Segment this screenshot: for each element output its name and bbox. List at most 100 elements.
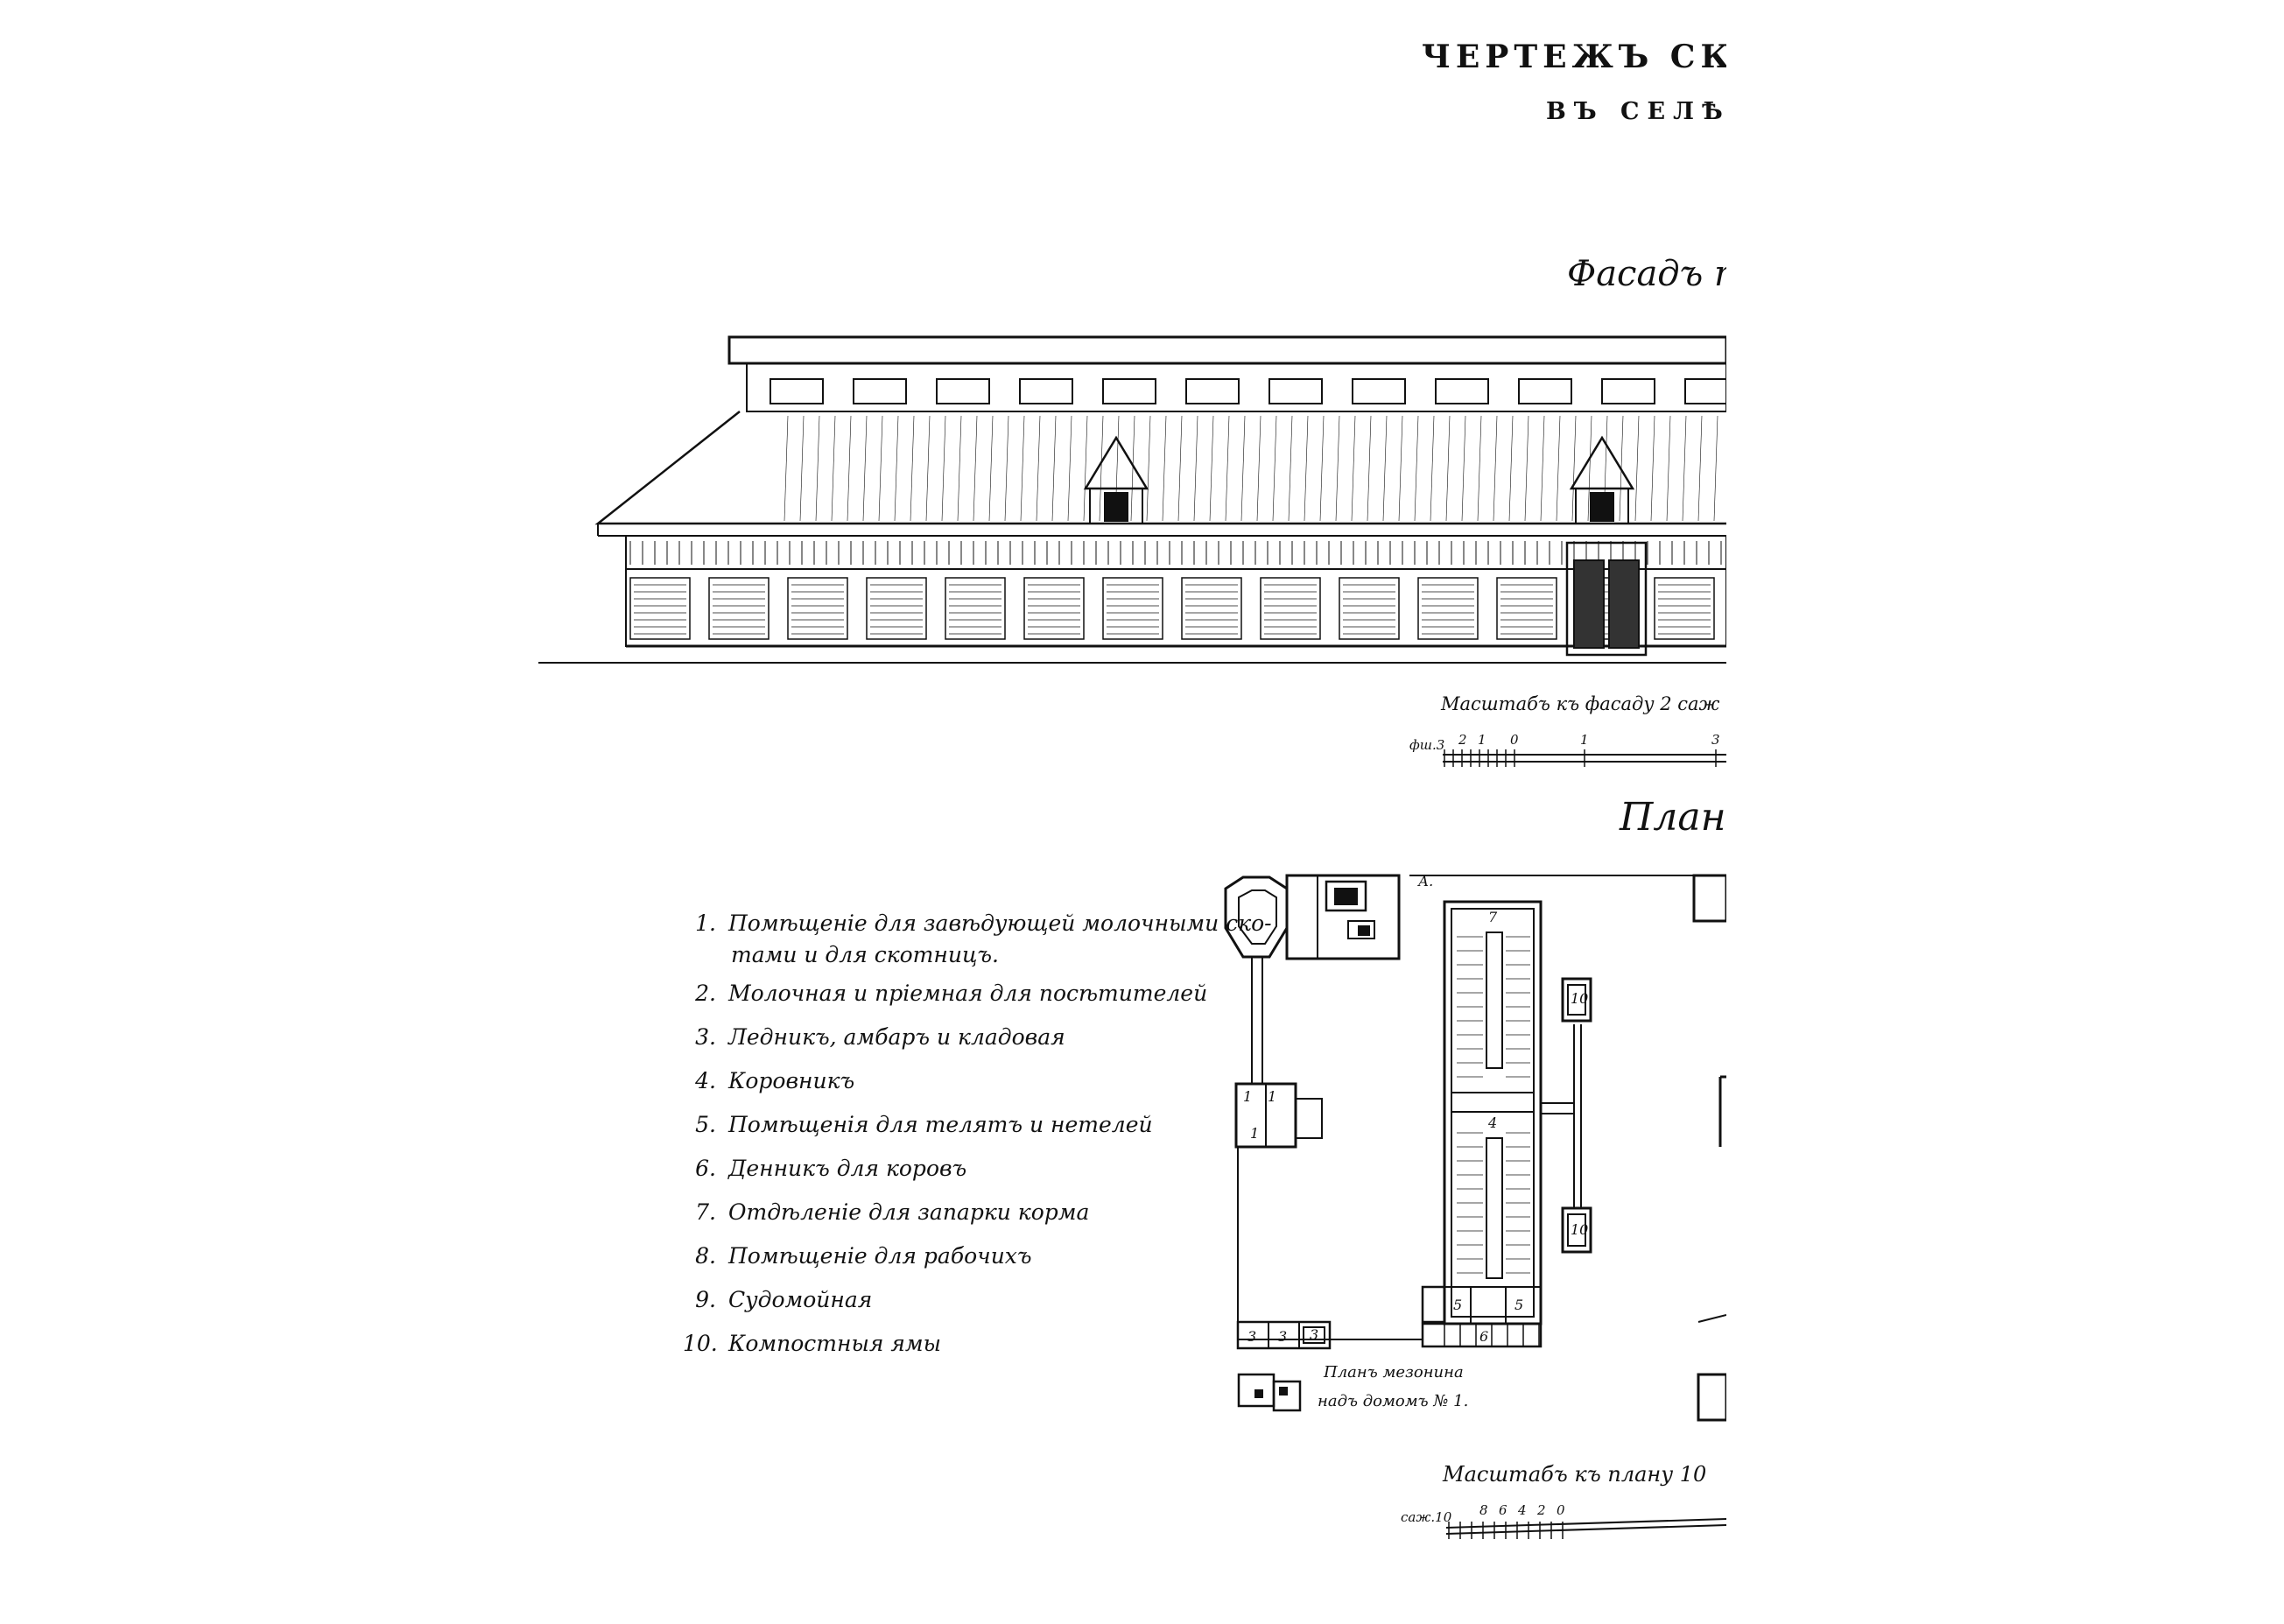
room-label: 4 xyxy=(1487,1114,1497,1131)
dormer-right xyxy=(1569,435,1635,524)
room-label: 1 xyxy=(1243,1088,1252,1105)
plan-scale-tick-label: 0 xyxy=(1557,1502,1565,1518)
roof-hatch-line xyxy=(1445,415,1451,522)
plan-scale-tick-label: саж.10 xyxy=(1401,1509,1452,1525)
roof-hatch-line xyxy=(1099,415,1104,522)
plan-caption: План xyxy=(1620,795,1726,840)
roof-hatch-line xyxy=(1508,415,1514,522)
roof-hatch-line xyxy=(1288,415,1293,522)
facade-scale-tick-label: 0 xyxy=(1510,732,1519,748)
legend-text: Ледникъ, амбаръ и кладовая xyxy=(728,1024,1065,1050)
room-label: 3 xyxy=(1310,1326,1318,1343)
roof-hatch-line xyxy=(1067,415,1072,522)
facade-scale-tick-label: 3 xyxy=(1711,732,1720,748)
roof-hatch-line xyxy=(815,415,820,522)
legend-item: 3.Ледникъ, амбаръ и кладовая xyxy=(683,1024,1272,1068)
plan-scale-tick-label: 6 xyxy=(1499,1502,1507,1518)
plan-scale-tick-label: 2 xyxy=(1536,1502,1546,1518)
wall-panel xyxy=(1417,577,1479,640)
roof-hatch-line xyxy=(1036,415,1041,522)
legend-number: 10. xyxy=(683,1331,718,1356)
roof-hatch-line xyxy=(1650,415,1655,522)
clerestory-window xyxy=(936,378,990,404)
drawing-title: ЧЕРТЕЖЪ СКОТНА xyxy=(1422,39,1726,75)
legend-text: Судомойная xyxy=(728,1287,873,1312)
room-label: 5 xyxy=(1514,1297,1523,1313)
facade-elevation xyxy=(538,335,1726,664)
clerestory-window xyxy=(1102,378,1156,404)
legend-item: 4.Коровникъ xyxy=(683,1068,1272,1112)
legend-text: Помѣщенія для телятъ и нетелей xyxy=(728,1112,1153,1137)
roof-hatch-line xyxy=(1177,415,1183,522)
plan-scale-tick-label: 8 xyxy=(1479,1502,1488,1518)
clerestory-window xyxy=(1268,378,1323,404)
facade-scale-tick-label: 1 xyxy=(1478,732,1486,748)
dormer-left xyxy=(1083,435,1149,524)
legend-item: 9.Судомойная xyxy=(683,1287,1272,1331)
wall-panel xyxy=(945,577,1006,640)
roof-hatch-line xyxy=(1666,415,1671,522)
roof-hatch-line xyxy=(1493,415,1498,522)
plan-scale-bar: саж.10 8 6 4 2 0 xyxy=(1401,1502,1726,1539)
wall-panel xyxy=(1654,577,1715,640)
legend-text-continued: тами и для скотницъ. xyxy=(731,942,1000,967)
roof-hatch-line xyxy=(1540,415,1545,522)
facade-caption: Фасадъ по xyxy=(1567,254,1726,294)
roof-hatch-line xyxy=(1682,415,1687,522)
entrance-gate xyxy=(1565,541,1648,657)
roof-hatch-line xyxy=(1319,415,1325,522)
legend-list: 1.Помѣщеніе для завѣдующей молочными ско… xyxy=(683,910,1272,1374)
roof-hatch-line xyxy=(799,415,805,522)
wall-panel xyxy=(866,577,927,640)
clerestory-window xyxy=(1684,378,1726,404)
roof-hatch-line xyxy=(957,415,962,522)
clerestory-window xyxy=(1518,378,1572,404)
legend-text: Денникъ для коровъ xyxy=(728,1156,967,1181)
room-label: 10 xyxy=(1571,990,1588,1007)
clerestory-window xyxy=(1352,378,1406,404)
legend-item: 2.Молочная и пріемная для посѣтителей xyxy=(683,981,1272,1024)
roof-hatch-line xyxy=(1272,415,1277,522)
room-label: 1 xyxy=(1250,1125,1259,1142)
clerestory-window xyxy=(1019,378,1073,404)
legend-text: Молочная и пріемная для посѣтителей xyxy=(728,981,1208,1006)
roof-hatch-line xyxy=(973,415,978,522)
roof-hatch-line xyxy=(894,415,899,522)
room-label: 5 xyxy=(1453,1297,1462,1313)
roof-hatch-line xyxy=(1083,415,1088,522)
wall-panel xyxy=(787,577,848,640)
room-label: 7 xyxy=(1488,909,1498,925)
clerestory-window xyxy=(1185,378,1240,404)
legend-item: 8.Помѣщеніе для рабочихъ xyxy=(683,1243,1272,1287)
roof-hatch-line xyxy=(1304,415,1309,522)
legend-number: 1. xyxy=(695,910,716,936)
roof-hatch-line xyxy=(1477,415,1482,522)
clerestory-window xyxy=(853,378,907,404)
plan-scale-tick-label: 4 xyxy=(1517,1502,1527,1518)
clerestory-window xyxy=(770,378,824,404)
drawing-sheet: ЧЕРТЕЖЪ СКОТНА ВЪ СЕЛѢ И.Л Фасадъ по Мас… xyxy=(538,39,1726,1539)
roof-hatch-line xyxy=(1351,415,1356,522)
roof-hatch-line xyxy=(1020,415,1025,522)
roof-hatch-line xyxy=(925,415,931,522)
roof-hatch-line xyxy=(1130,415,1135,522)
roof-hatch-line xyxy=(1587,415,1592,522)
legend-number: 4. xyxy=(695,1068,716,1093)
roof-hatch-line xyxy=(1162,415,1167,522)
roof-hatch-line xyxy=(910,415,915,522)
roof-hatch-line xyxy=(1004,415,1009,522)
roof-hatch-line xyxy=(831,415,836,522)
room-label: А. xyxy=(1417,873,1433,889)
roof-hatch-line xyxy=(1193,415,1198,522)
clerestory-window xyxy=(1601,378,1655,404)
facade-scale-tick-label: 2 xyxy=(1458,732,1467,748)
facade-scale-tick-label: 1 xyxy=(1580,732,1589,748)
room-label: 10 xyxy=(1571,1221,1588,1238)
legend-item: 7.Отдѣленіе для запарки корма xyxy=(683,1199,1272,1243)
legend-number: 6. xyxy=(695,1156,716,1181)
legend-number: 7. xyxy=(695,1199,716,1225)
roof-hatch-line xyxy=(847,415,852,522)
plan-room-labels: А. 7 4 10 10 5 5 3 3 3 1 1 1 6 xyxy=(1243,873,1588,1345)
room-label: 3 xyxy=(1278,1328,1287,1345)
facade-scale-caption: Масштабъ къ фасаду 2 саж xyxy=(1441,693,1720,714)
